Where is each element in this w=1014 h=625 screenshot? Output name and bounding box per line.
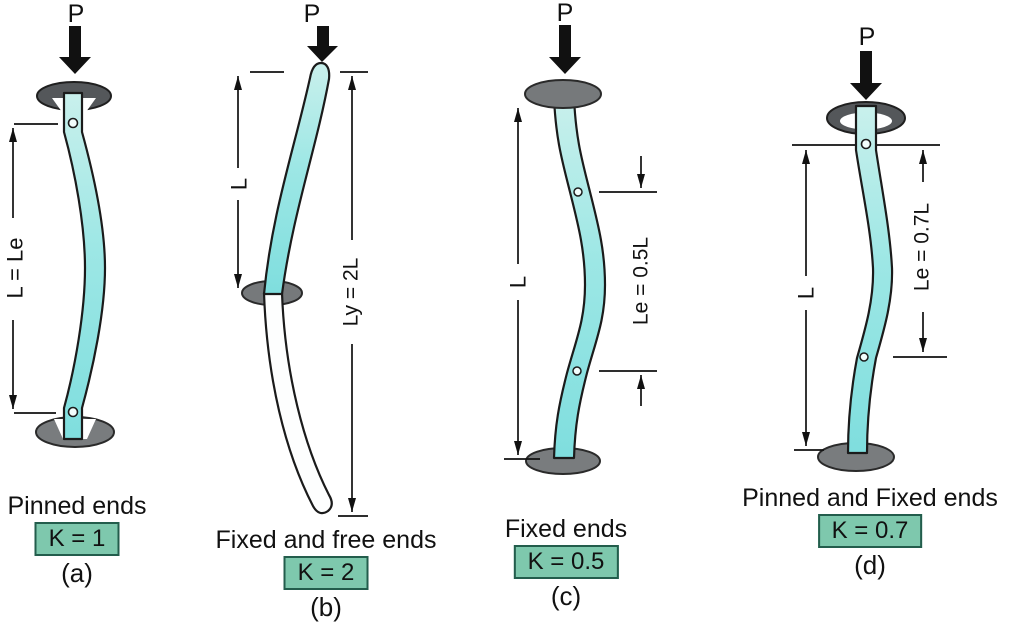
- inflection-point-icon: [573, 187, 583, 197]
- pin-icon: [67, 406, 79, 418]
- dim-label-l: L: [227, 178, 252, 190]
- dimension-l: [504, 108, 540, 460]
- load-p-label-b: P: [304, 0, 321, 28]
- caption-letter-c: (c): [550, 581, 582, 612]
- column-c-group: P L Le = 0.5L: [504, 0, 657, 475]
- dimension-ly-2l: [338, 71, 368, 517]
- load-arrow-icon: [307, 26, 338, 62]
- caption-a: Pinned ends K = 1 (a): [7, 493, 146, 588]
- dimension-le-05l: [599, 156, 657, 406]
- inflection-point-icon: [859, 352, 869, 362]
- caption-title-d: Pinned and Fixed ends: [742, 484, 998, 512]
- load-p-label-c: P: [557, 0, 574, 27]
- load-arrow-icon: [850, 51, 882, 100]
- dim-label-ly-2l: Ly = 2L: [340, 258, 363, 327]
- k-factor-badge-b: K = 2: [283, 556, 369, 591]
- dim-label-le-05l: Le = 0.5L: [630, 237, 653, 325]
- column-a-group: P L = Le: [3, 0, 115, 448]
- load-arrow-icon: [59, 26, 91, 74]
- load-p-label-d: P: [859, 23, 876, 51]
- caption-b: Fixed and free ends K = 2 (b): [216, 527, 437, 622]
- column-extension-outline: [262, 291, 333, 515]
- load-arrow-icon: [549, 25, 581, 74]
- inflection-point-icon: [572, 366, 582, 376]
- fixed-support-top: [524, 79, 602, 109]
- column-body: [262, 61, 331, 296]
- column-b-group: P L Ly = 2L: [227, 0, 368, 517]
- k-factor-badge-d: K = 0.7: [817, 514, 923, 549]
- dim-label-l: L: [506, 276, 531, 288]
- dim-label-l-le: L = Le: [3, 238, 28, 299]
- dimension-l: [794, 150, 824, 451]
- column-body: [62, 91, 107, 441]
- caption-letter-b: (b): [310, 592, 342, 623]
- caption-title-b: Fixed and free ends: [215, 526, 437, 554]
- k-factor-badge-c: K = 0.5: [513, 545, 619, 580]
- dimension-l: [234, 71, 284, 288]
- pin-icon: [860, 138, 872, 150]
- load-p-label-a: P: [68, 0, 85, 28]
- caption-title-a: Pinned ends: [7, 492, 147, 520]
- caption-d: Pinned and Fixed ends K = 0.7 (d): [742, 485, 998, 580]
- dimension-le-07l: [893, 150, 947, 358]
- caption-c: Fixed ends K = 0.5 (c): [505, 516, 627, 611]
- caption-letter-a: (a): [61, 558, 93, 589]
- dimension-l-le: [9, 123, 58, 414]
- column-d-group: P L Le = 0.7L: [792, 23, 947, 472]
- caption-title-c: Fixed ends: [504, 515, 628, 543]
- k-factor-badge-a: K = 1: [34, 522, 120, 557]
- column-body: [552, 96, 607, 460]
- dim-label-l: L: [794, 287, 819, 299]
- dim-label-le-07l: Le = 0.7L: [911, 203, 934, 291]
- caption-letter-d: (d): [854, 550, 886, 581]
- column-body: [846, 104, 894, 455]
- pin-icon: [67, 117, 79, 129]
